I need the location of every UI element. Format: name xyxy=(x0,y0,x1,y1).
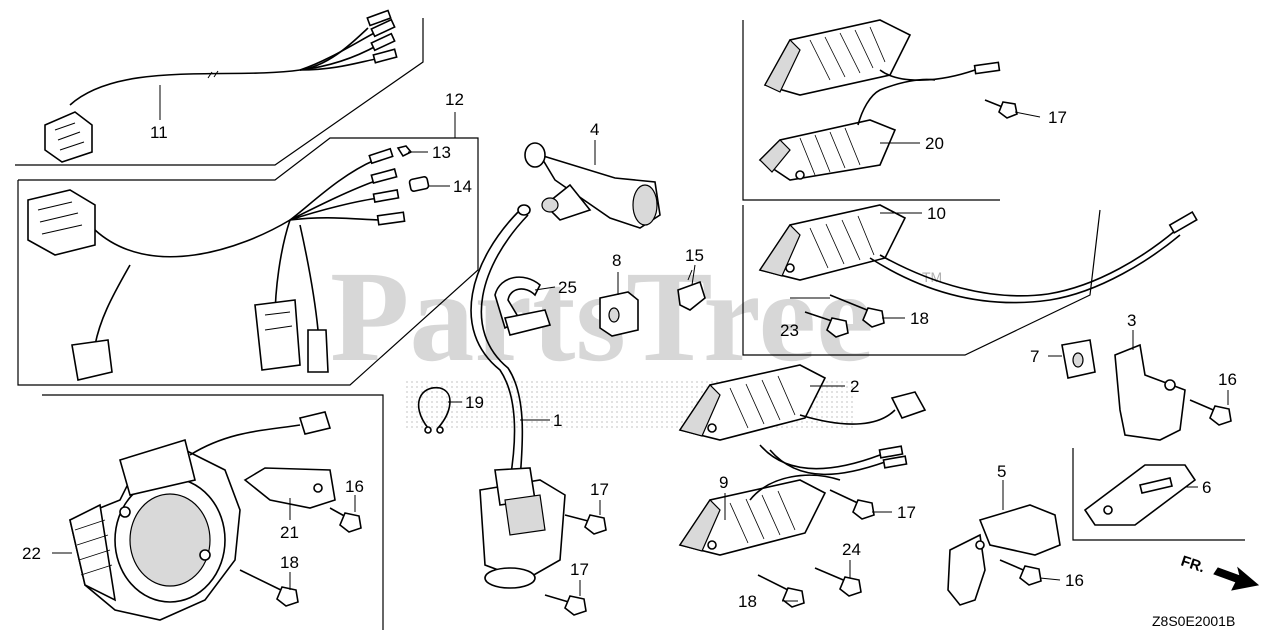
callout-17-bottom: 17 xyxy=(570,560,589,579)
bolt-24 xyxy=(814,567,862,597)
frame-lines xyxy=(15,18,1245,630)
bolt-17-mid xyxy=(829,489,875,520)
bolt-17-bottom xyxy=(544,594,587,616)
bolt-18-left xyxy=(239,569,299,607)
bolt-17-left xyxy=(564,514,607,535)
part-3-bracket xyxy=(1114,343,1186,441)
callout-14: 14 xyxy=(453,177,472,196)
callout-18-bottom: 18 xyxy=(738,592,757,611)
callout-1: 1 xyxy=(553,411,562,430)
part-top-charge-coil xyxy=(763,19,1001,96)
callout-17-mid: 17 xyxy=(897,503,916,522)
callout-12: 12 xyxy=(445,90,464,109)
part-2-exciter-coil xyxy=(678,364,927,476)
callout-3: 3 xyxy=(1127,311,1136,330)
callout-4: 4 xyxy=(590,120,599,139)
callout-16-bottom: 16 xyxy=(1065,571,1084,590)
bolt-18-bottom xyxy=(757,574,805,608)
callout-21: 21 xyxy=(280,523,299,542)
bolts xyxy=(239,99,1232,616)
callout-16-right: 16 xyxy=(1218,370,1237,389)
part-8-grommet xyxy=(599,291,639,337)
part-12-harness-assembly xyxy=(27,145,430,381)
bolt-16-bottom xyxy=(999,559,1042,586)
callout-10: 10 xyxy=(927,204,946,223)
callout-24: 24 xyxy=(842,540,861,559)
callout-13: 13 xyxy=(432,143,451,162)
callout-19: 19 xyxy=(465,393,484,412)
part-22-stator xyxy=(69,411,332,621)
callout-labels: 11 12 13 14 4 25 8 15 17 20 10 18 23 2 1… xyxy=(22,90,1237,611)
callout-16-left: 16 xyxy=(345,477,364,496)
leader-lines xyxy=(52,85,1229,602)
callout-5: 5 xyxy=(997,462,1006,481)
callout-23: 23 xyxy=(780,321,799,340)
callout-20: 20 xyxy=(925,134,944,153)
part-11-wire-harness xyxy=(44,9,398,163)
callout-17-top: 17 xyxy=(1048,108,1067,127)
part-4-plug-cap xyxy=(524,142,661,229)
part-1-ignition-coil xyxy=(470,204,566,589)
part-5-bracket xyxy=(947,504,1061,606)
callout-15: 15 xyxy=(685,246,704,265)
front-arrow-icon xyxy=(1213,566,1260,591)
callout-25: 25 xyxy=(558,278,577,297)
callout-8: 8 xyxy=(612,251,621,270)
part-7-grommet xyxy=(1061,339,1096,379)
bolt-23 xyxy=(804,311,849,338)
part-10-coil xyxy=(758,204,1198,304)
callout-2: 2 xyxy=(850,377,859,396)
part-15-clip xyxy=(677,269,706,311)
part-20-coil xyxy=(758,78,936,181)
callout-6: 6 xyxy=(1202,478,1211,497)
callout-9: 9 xyxy=(719,473,728,492)
callout-22: 22 xyxy=(22,544,41,563)
part-19-band xyxy=(417,387,451,434)
front-label: FR. xyxy=(1179,553,1207,577)
front-direction-indicator: FR. xyxy=(1179,553,1260,591)
part-25-clip xyxy=(494,276,552,336)
callout-11: 11 xyxy=(150,123,168,142)
part-9-coil xyxy=(678,474,841,556)
part-6-plate xyxy=(1083,464,1197,526)
bolt-16-right xyxy=(1189,399,1232,426)
bolt-16-left xyxy=(329,507,362,533)
bolt-18-right xyxy=(829,294,885,328)
bolt-17-top xyxy=(984,99,1018,119)
part-21-bracket xyxy=(243,467,336,509)
callout-18-left: 18 xyxy=(280,553,299,572)
callout-18-right: 18 xyxy=(910,309,929,328)
diagram-code: Z8S0E2001B xyxy=(1152,613,1235,629)
callout-17-left: 17 xyxy=(590,480,609,499)
callout-7: 7 xyxy=(1030,347,1039,366)
